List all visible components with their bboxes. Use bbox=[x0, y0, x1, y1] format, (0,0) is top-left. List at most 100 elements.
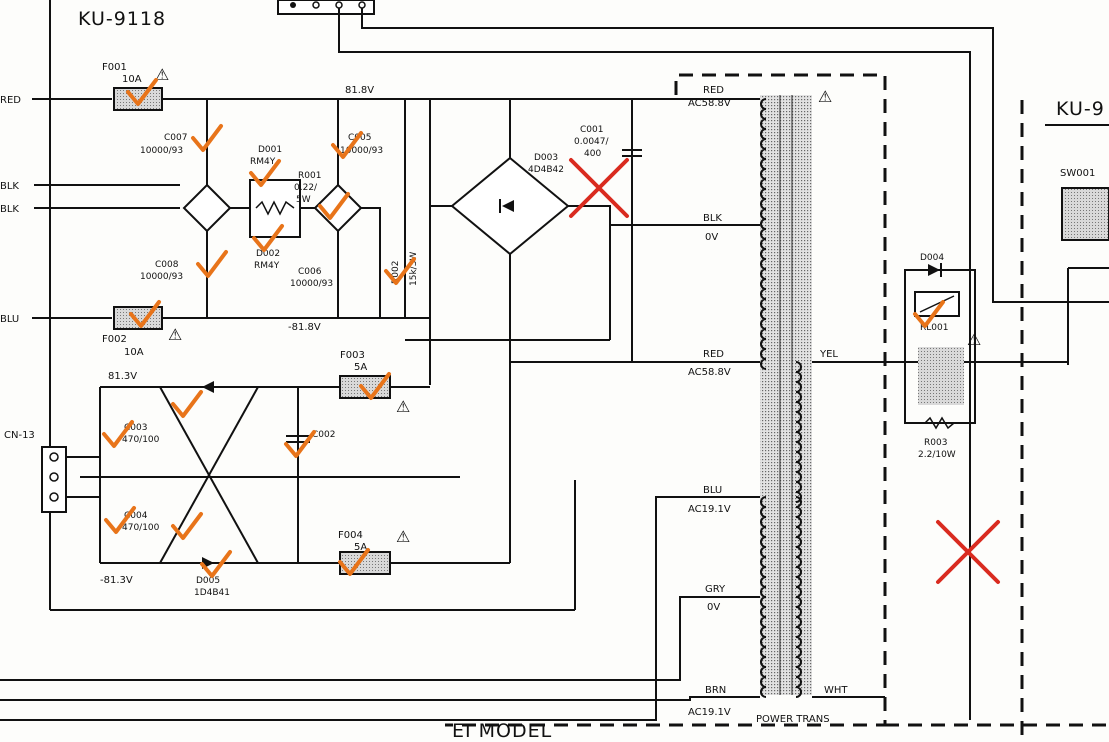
voltage-neg-rail: -81.8V bbox=[288, 322, 321, 333]
warning-icon: ⚠ bbox=[168, 325, 182, 344]
tap-blu-color: BLU bbox=[703, 485, 722, 496]
c007-ref: C007 bbox=[164, 133, 187, 143]
check-mark bbox=[252, 224, 284, 252]
tap-brn-color: BRN bbox=[705, 685, 726, 696]
fuse-f001 bbox=[113, 87, 163, 111]
r003-val: 2.2/10W bbox=[918, 450, 956, 460]
c006-val: 10000/93 bbox=[290, 279, 333, 289]
check-mark bbox=[196, 250, 228, 278]
input-blk2-label: BLK bbox=[0, 204, 19, 215]
d002-ref: D002 bbox=[256, 249, 280, 259]
input-blk1-label: BLK bbox=[0, 181, 19, 192]
check-mark bbox=[200, 550, 232, 578]
check-mark bbox=[284, 430, 316, 458]
f004-ref: F004 bbox=[338, 530, 363, 541]
check-mark bbox=[126, 78, 158, 106]
r002-val: 15k/3W bbox=[409, 252, 419, 286]
input-blu-label: BLU bbox=[0, 314, 19, 325]
d001-val: RM4Y bbox=[250, 157, 276, 167]
power-transformer bbox=[760, 95, 812, 698]
check-mark bbox=[318, 192, 350, 220]
relay-section bbox=[904, 263, 976, 430]
d001-ref: D001 bbox=[258, 145, 282, 155]
voltage-neg-lower: -81.3V bbox=[100, 575, 133, 586]
input-wires bbox=[32, 98, 180, 319]
tap-red1-color: RED bbox=[703, 85, 724, 96]
d003-val: 4D4B42 bbox=[528, 165, 564, 175]
input-red-label: RED bbox=[0, 95, 21, 106]
d003-ref: D003 bbox=[534, 153, 558, 163]
check-mark bbox=[171, 390, 203, 418]
check-mark bbox=[384, 257, 416, 285]
check-mark bbox=[102, 420, 134, 448]
c001-val1: 0.0047/ bbox=[574, 137, 609, 147]
c006-ref: C006 bbox=[298, 267, 322, 277]
f002-ref: F002 bbox=[102, 334, 127, 345]
warning-icon: ⚠ bbox=[396, 397, 410, 416]
secondary-wht: WHT bbox=[824, 685, 848, 696]
check-mark bbox=[331, 131, 363, 159]
check-mark bbox=[171, 512, 203, 540]
board-label-ku9: KU-9 bbox=[1056, 98, 1105, 120]
f001-ref: F001 bbox=[102, 62, 127, 73]
c001-ref: C001 bbox=[580, 125, 603, 135]
f004-val: 5A bbox=[354, 542, 367, 553]
tap-brn-volt: AC19.1V bbox=[688, 707, 731, 718]
cross-mark bbox=[569, 158, 629, 218]
tap-blk-volt: 0V bbox=[705, 232, 718, 243]
c004-ref: C004 bbox=[124, 511, 148, 521]
check-mark bbox=[104, 506, 136, 534]
tap-blu-volt: AC19.1V bbox=[688, 504, 731, 515]
connector-cn13 bbox=[41, 446, 100, 513]
tap-red2-color: RED bbox=[703, 349, 724, 360]
d005-ref: D005 bbox=[196, 576, 220, 586]
review-markers bbox=[102, 78, 1000, 584]
main-rails bbox=[163, 98, 676, 385]
r001-val2: 5W bbox=[296, 195, 311, 205]
c005-val: 10000/93 bbox=[340, 146, 383, 156]
f002-val: 10A bbox=[124, 347, 144, 358]
check-mark bbox=[249, 159, 281, 187]
check-mark bbox=[338, 548, 370, 576]
tap-gry-volt: 0V bbox=[707, 602, 720, 613]
d005-val: 1D4B41 bbox=[194, 588, 230, 598]
fuse-f003 bbox=[339, 375, 391, 399]
c008-ref: C008 bbox=[155, 260, 179, 270]
c008-val: 10000/93 bbox=[140, 272, 183, 282]
lower-rails bbox=[80, 362, 511, 569]
warning-icon: ⚠ bbox=[967, 330, 981, 349]
transformer-label: POWER TRANS bbox=[756, 714, 830, 725]
tap-gry-color: GRY bbox=[705, 584, 726, 595]
board-label-ku9118: KU-9118 bbox=[78, 8, 166, 30]
check-mark bbox=[913, 300, 945, 328]
voltage-pos-lower: 81.3V bbox=[108, 371, 137, 382]
sw001-label: SW001 bbox=[1060, 168, 1095, 179]
tap-red1-volt: AC58.8V bbox=[688, 98, 731, 109]
voltage-pos-rail: 81.8V bbox=[345, 85, 374, 96]
secondary-yel: YEL bbox=[819, 349, 838, 360]
tap-red2-volt: AC58.8V bbox=[688, 367, 731, 378]
board-outline-right bbox=[1045, 124, 1109, 365]
c002-ref: C002 bbox=[312, 430, 335, 440]
r001-ref: R001 bbox=[298, 171, 321, 181]
rl001-ref: RL001 bbox=[920, 323, 948, 333]
c004-val: 470/100 bbox=[122, 523, 160, 533]
tap-blk-color: BLK bbox=[703, 213, 722, 224]
d004-ref: D004 bbox=[920, 253, 944, 263]
check-mark bbox=[359, 372, 391, 400]
transformer-box bbox=[445, 73, 1109, 742]
f001-val: 10A bbox=[122, 74, 142, 85]
f003-ref: F003 bbox=[340, 350, 365, 361]
transformer-leads bbox=[0, 98, 1068, 721]
check-mark bbox=[191, 124, 223, 152]
board-outline-left bbox=[49, 0, 1109, 720]
warning-icon: ⚠ bbox=[155, 65, 169, 84]
r001-val1: 0.22/ bbox=[294, 183, 318, 193]
model-label: EI MODEL bbox=[452, 720, 552, 742]
warning-icon: ⚠ bbox=[396, 527, 410, 546]
check-mark bbox=[129, 300, 161, 328]
connector-label: CN-13 bbox=[4, 430, 35, 441]
d002-val: RM4Y bbox=[254, 261, 280, 271]
c007-val: 10000/93 bbox=[140, 146, 183, 156]
